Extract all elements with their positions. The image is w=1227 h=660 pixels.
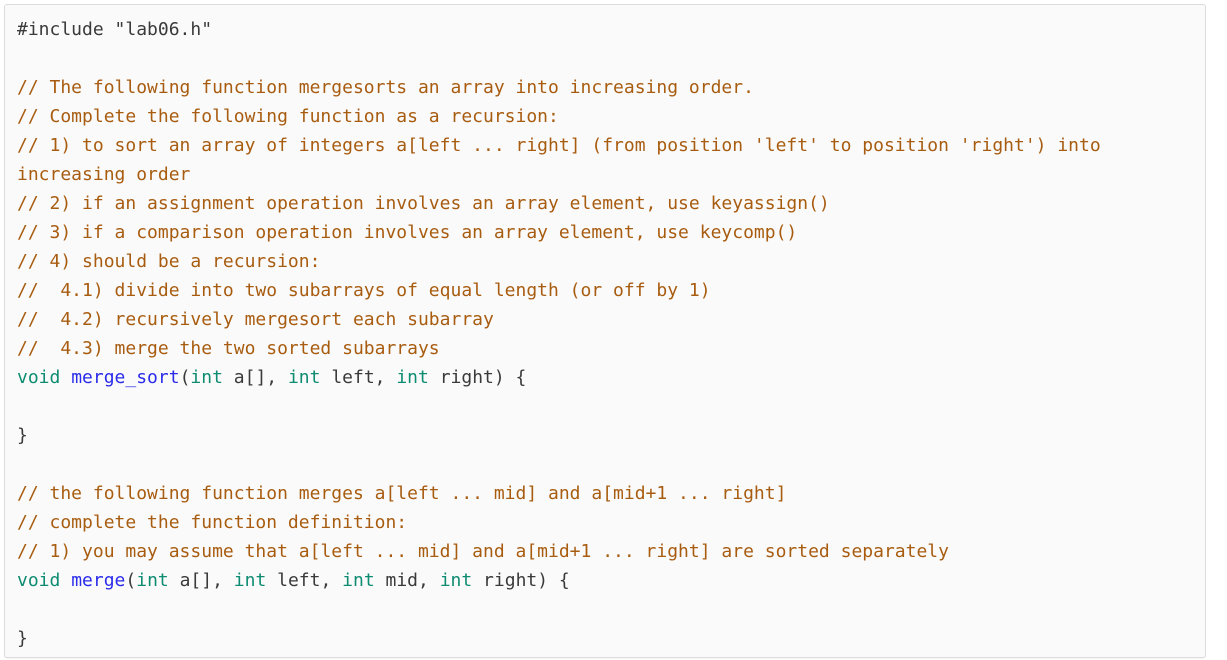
code-token-comment: // The following function mergesorts an … — [17, 77, 754, 98]
code-token-keyword: int — [190, 367, 223, 388]
code-line — [17, 392, 1192, 421]
code-token-function: merge_sort — [71, 367, 180, 388]
code-line: } — [17, 624, 1192, 653]
code-token-comment: // 4) should be a recursion: — [17, 251, 321, 272]
code-token-plain: } — [17, 425, 28, 446]
code-line: void merge(int a[], int left, int mid, i… — [17, 566, 1192, 595]
code-token-comment: // Complete the following function as a … — [17, 106, 559, 127]
code-token-keyword: void — [17, 367, 61, 388]
code-line: // complete the function definition: — [17, 508, 1192, 537]
code-line: // 1) you may assume that a[left ... mid… — [17, 537, 1192, 566]
code-line: #include "lab06.h" — [17, 15, 1192, 44]
code-token-plain: mid, — [374, 570, 440, 591]
code-line: // 3) if a comparison operation involves… — [17, 218, 1192, 247]
code-line: // 1) to sort an array of integers a[lef… — [17, 131, 1192, 189]
code-token-plain: a[], — [222, 367, 288, 388]
code-token-comment: // 4.1) divide into two subarrays of equ… — [17, 280, 711, 301]
code-line: // 4.3) merge the two sorted subarrays — [17, 334, 1192, 363]
code-line: // 4.2) recursively mergesort each subar… — [17, 305, 1192, 334]
code-token-plain: #include "lab06.h" — [17, 19, 213, 40]
code-token-plain: left, — [266, 570, 343, 591]
code-line: // the following function merges a[left … — [17, 479, 1192, 508]
code-token-comment: // 4.3) merge the two sorted subarrays — [17, 338, 440, 359]
code-token-comment: // the following function merges a[left … — [17, 483, 787, 504]
code-line: // Complete the following function as a … — [17, 102, 1192, 131]
code-token-plain: ( — [125, 570, 137, 591]
code-line: // 4) should be a recursion: — [17, 247, 1192, 276]
code-token-plain: right) { — [428, 367, 527, 388]
code-token-comment: // 4.2) recursively mergesort each subar… — [17, 309, 494, 330]
code-block: #include "lab06.h" // The following funct… — [4, 4, 1206, 658]
code-line — [17, 44, 1192, 73]
code-token-plain — [60, 570, 71, 591]
code-token-plain: right) { — [472, 570, 570, 591]
code-line: } — [17, 421, 1192, 450]
code-token-function: merge — [71, 570, 126, 591]
code-token-comment: // complete the function definition: — [17, 512, 408, 533]
code-token-plain: a[], — [168, 570, 234, 591]
code-token-keyword: int — [396, 367, 429, 388]
code-token-keyword: int — [136, 570, 169, 591]
code-token-comment: // 2) if an assignment operation involve… — [17, 193, 830, 214]
code-line — [17, 595, 1192, 624]
code-line: // 4.1) divide into two subarrays of equ… — [17, 276, 1192, 305]
code-token-comment: // 1) you may assume that a[left ... mid… — [17, 541, 949, 562]
code-line — [17, 450, 1192, 479]
code-line: void merge_sort(int a[], int left, int r… — [17, 363, 1192, 392]
code-line: // 2) if an assignment operation involve… — [17, 189, 1192, 218]
code-token-keyword: int — [439, 570, 473, 591]
code-token-comment: // 1) to sort an array of integers a[lef… — [17, 135, 1112, 185]
code-token-keyword: void — [17, 570, 61, 591]
code-token-keyword: int — [342, 570, 375, 591]
code-token-plain — [60, 367, 71, 388]
code-token-keyword: int — [233, 570, 267, 591]
code-token-comment: // 3) if a comparison operation involves… — [17, 222, 798, 243]
code-token-plain: } — [17, 628, 28, 649]
code-line: // The following function mergesorts an … — [17, 73, 1192, 102]
code-token-plain: ( — [179, 367, 191, 388]
code-token-keyword: int — [287, 367, 321, 388]
code-token-plain: left, — [320, 367, 397, 388]
